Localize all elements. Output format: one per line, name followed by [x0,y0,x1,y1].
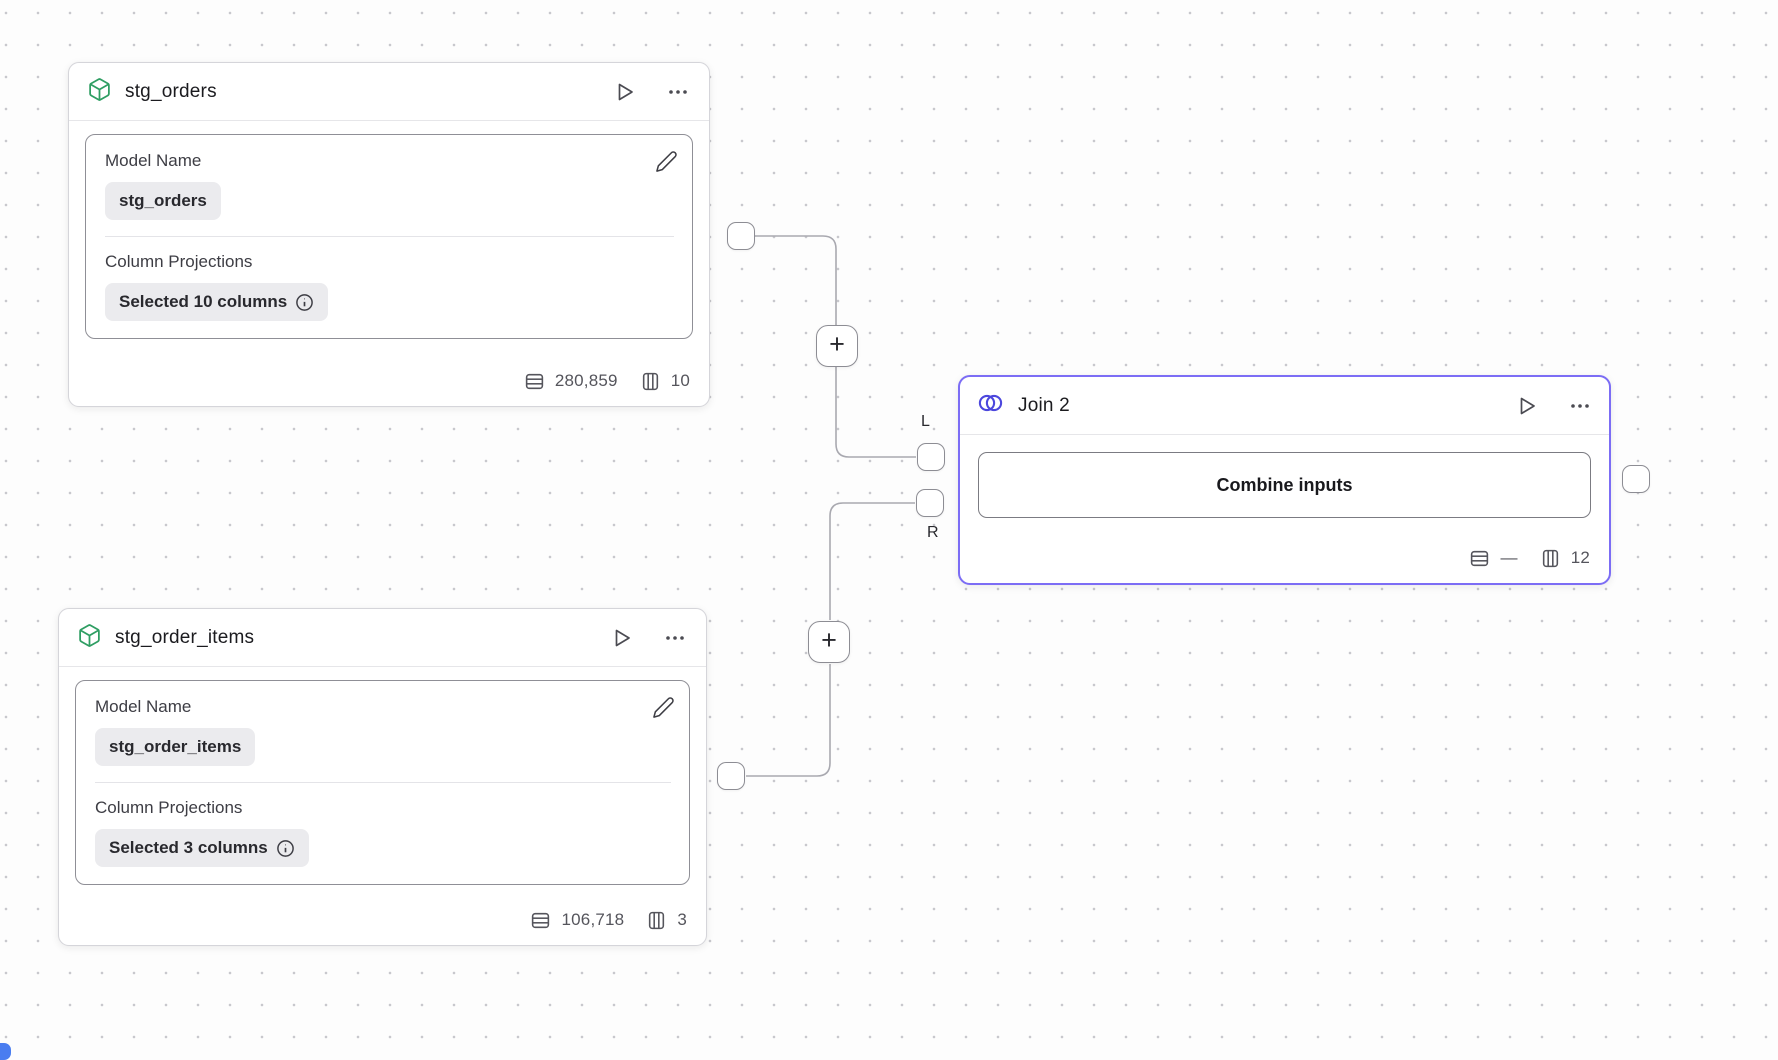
node-title: stg_order_items [115,626,255,648]
column-count-icon [1542,549,1558,567]
node-stats-footer: 280,859 10 [69,356,709,406]
port-label-left: L [921,413,930,430]
node-stg-order-items-header: stg_order_items [59,609,706,667]
panel-divider [95,782,671,783]
node-stg-order-items[interactable]: stg_order_items Model Name stg_order_ite… [58,608,707,946]
ellipsis-icon [1571,403,1589,408]
panel-divider [105,236,674,237]
column-projections-value: Selected 10 columns [119,292,288,311]
port-stg-orders-output[interactable] [727,222,755,250]
add-node-on-wire-button-bottom[interactable]: + [808,621,850,663]
model-name-label: Model Name [105,151,202,170]
wire-plus-to-right-port [829,502,915,620]
join-venn-icon [976,391,1005,420]
row-count: 280,859 [554,371,618,390]
column-projections-chip[interactable]: Selected 3 columns [95,829,309,867]
play-icon [618,83,633,100]
model-name-chip[interactable]: stg_orders [105,182,221,220]
port-stg-order-items-output[interactable] [717,762,745,790]
model-name-chip[interactable]: stg_order_items [95,728,256,766]
node-config-panel: Model Name stg_orders Column Projections… [85,134,693,339]
row-count: 106,718 [561,910,625,929]
corner-panel-fragment [0,1043,11,1060]
column-projections-value: Selected 3 columns [109,838,268,857]
column-count: 3 [677,910,687,929]
node-title: Join 2 [1018,394,1070,416]
node-menu-button[interactable] [662,625,688,651]
node-title: stg_orders [125,80,217,102]
combine-inputs-button[interactable]: Combine inputs [978,452,1591,518]
row-count-icon [525,373,543,389]
run-node-button[interactable] [1514,393,1540,419]
node-join-2[interactable]: Join 2 Combine inputs — 12 [958,375,1611,585]
port-join-input-left[interactable] [917,443,945,471]
model-cube-icon [87,77,112,107]
node-stats-footer: 106,718 3 [59,895,706,945]
wire-orders-to-plus [755,235,837,325]
ellipsis-icon [666,635,684,640]
add-node-on-wire-button-top[interactable]: + [816,325,858,367]
row-count-icon [1471,550,1489,566]
node-config-panel: Model Name stg_order_items Column Projec… [75,680,690,885]
wire-items-to-plus [746,664,831,777]
port-label-right: R [927,524,939,541]
column-count: 10 [670,371,690,390]
play-icon [1520,397,1535,414]
model-cube-icon [77,623,102,653]
node-menu-button[interactable] [665,79,691,105]
edit-button[interactable] [650,694,676,720]
pencil-icon [655,150,677,172]
node-stg-orders[interactable]: stg_orders Model Name stg_orders Column … [68,62,710,407]
run-node-button[interactable] [612,79,638,105]
node-stg-orders-header: stg_orders [69,63,709,121]
column-projections-label: Column Projections [95,798,243,817]
pencil-icon [652,696,674,718]
edit-button[interactable] [653,148,679,174]
port-join-input-right[interactable] [916,489,944,517]
column-projections-label: Column Projections [105,252,253,271]
info-icon [296,293,314,311]
node-join-2-header: Join 2 [960,377,1609,435]
row-count-icon [532,912,550,928]
play-icon [615,629,630,646]
column-projections-chip[interactable]: Selected 10 columns [105,283,329,321]
port-join-output[interactable] [1622,465,1650,493]
column-count-icon [642,372,658,390]
info-icon [276,839,294,857]
row-count: — [1500,548,1518,567]
node-menu-button[interactable] [1567,393,1593,419]
ellipsis-icon [669,89,687,94]
column-count-icon [649,911,665,929]
wire-plus-to-left-port [835,367,916,458]
column-count: 12 [1570,548,1590,567]
model-name-label: Model Name [95,697,192,716]
node-stats-footer: — 12 [960,533,1609,583]
run-node-button[interactable] [609,625,635,651]
